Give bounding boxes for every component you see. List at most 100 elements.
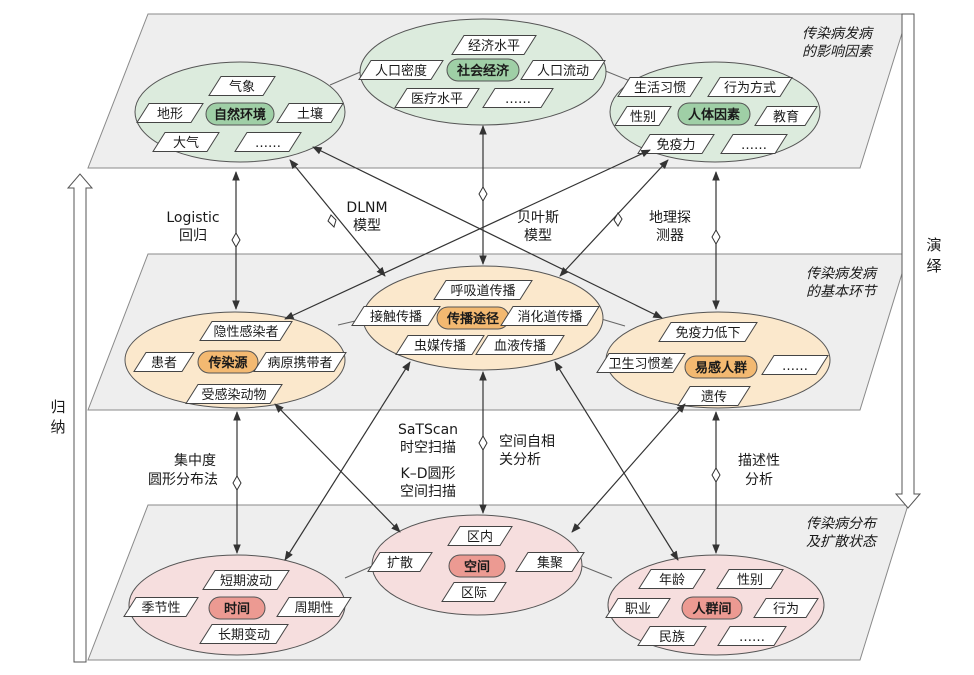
item-route-3-box [395, 335, 485, 355]
item-source-0-box [199, 321, 293, 341]
pill-source [197, 350, 259, 374]
item-time-1-box [123, 597, 199, 617]
item-people-2: 职业 [625, 602, 651, 617]
item-human-1: 行为方式 [724, 80, 776, 96]
method-bayes-1: 贝叶斯 [517, 210, 559, 226]
item-natural-0: 气象 [229, 79, 255, 95]
pill-human [677, 102, 751, 126]
item-natural-0-box [208, 76, 276, 96]
item-crowd-0: 免疫力低下 [675, 325, 740, 341]
item-social-1: 人口密度 [375, 63, 427, 79]
induction-char-1: 归 [50, 398, 65, 416]
arrow-route-time [284, 361, 411, 561]
top-title-1: 传染病发病 [802, 26, 874, 42]
method-logistic-2: 回归 [179, 227, 207, 244]
item-time-0: 短期波动 [220, 574, 272, 589]
item-people-2-box [605, 598, 671, 618]
item-route-3: 虫媒传播 [414, 339, 466, 354]
pill-social [446, 58, 520, 82]
link-line [329, 69, 366, 86]
center-time: 时间 [224, 601, 250, 617]
item-human-0: 生活习惯 [634, 80, 686, 96]
item-time-2: 周期性 [294, 601, 333, 616]
link-line [344, 565, 373, 579]
item-source-3: 受感染动物 [201, 387, 266, 403]
pill-space [448, 554, 506, 578]
method-satscan-2: 时空扫描 [400, 440, 456, 456]
item-human-1-box [707, 77, 793, 97]
item-source-1: 患者 [151, 356, 177, 371]
item-people-1-box [716, 569, 784, 589]
item-time-3-box [199, 624, 289, 644]
item-social-4: …… [505, 92, 531, 107]
item-human-3-box [754, 106, 818, 126]
item-people-0-box [638, 569, 706, 589]
item-people-3: 行为 [773, 602, 799, 617]
item-source-1-box [133, 352, 195, 372]
method-logistic-1: Logistic [166, 210, 219, 226]
middle-title-1: 传染病发病 [806, 266, 878, 282]
method-geo-2: 测器 [656, 228, 684, 244]
item-time-1: 季节性 [141, 601, 180, 616]
center-social: 社会经济 [456, 63, 510, 79]
item-route-4-box [475, 335, 565, 355]
method-dlnm-1: DLNM [346, 200, 387, 216]
method-kd-1: K–D圆形 [401, 466, 456, 482]
item-natural-2: 土壤 [297, 106, 323, 122]
item-space-3-box [441, 582, 507, 602]
arrow-crowd-space [571, 403, 686, 533]
link-line [581, 565, 613, 579]
item-space-0: 区内 [467, 529, 493, 545]
item-source-0: 隐性感染者 [213, 324, 278, 340]
item-space-3: 区际 [461, 586, 487, 601]
item-people-5-box [717, 626, 787, 646]
center-source: 传染源 [207, 355, 247, 371]
item-crowd-2: …… [782, 359, 808, 374]
method-descriptive-1: 描述性 [738, 453, 780, 469]
item-social-2: 人口流动 [537, 64, 589, 79]
item-human-0-box [617, 77, 703, 97]
diamond-markers [231, 185, 721, 492]
item-crowd-1: 卫生习惯差 [608, 356, 673, 372]
induction-arrow [66, 173, 94, 663]
item-people-0: 年龄 [659, 573, 685, 588]
method-geo-1: 地理探 [649, 210, 691, 226]
item-crowd-3: 遗传 [701, 390, 727, 405]
bottom-title-1: 传染病分布 [806, 516, 878, 532]
pill-crowd [684, 355, 758, 379]
item-human-4b: …… [741, 138, 767, 153]
item-route-0: 呼吸道传播 [450, 284, 515, 299]
method-dlnm-2: 模型 [353, 218, 381, 234]
item-social-2-box [520, 60, 606, 80]
item-crowd-3-box [677, 386, 751, 406]
deduction-arrow [894, 13, 922, 509]
item-people-4: 民族 [659, 629, 685, 645]
method-kd-2: 空间扫描 [400, 484, 456, 500]
item-social-3: 医疗水平 [411, 92, 463, 107]
center-space: 空间 [464, 559, 490, 575]
item-route-2: 消化道传播 [517, 310, 582, 325]
method-concentration-1: 集中度 [174, 452, 216, 469]
item-social-1-box [358, 60, 444, 80]
middle-title-2: 的基本环节 [806, 284, 878, 300]
method-bayes-2: 模型 [524, 228, 552, 244]
pill-natural [205, 102, 275, 126]
pill-people [681, 596, 743, 620]
item-people-3-box [753, 598, 819, 618]
item-route-1: 接触传播 [370, 309, 422, 325]
method-concentration-2: 圆形分布法 [148, 472, 218, 488]
deduction-char-1: 演 [926, 236, 941, 254]
item-social-3-box [394, 88, 480, 108]
item-human-2: 性别 [630, 110, 656, 125]
item-human-2-box [614, 106, 672, 126]
pill-time [208, 596, 266, 620]
top-title-2: 的影响因素 [802, 44, 874, 60]
arrow-human-route [559, 159, 669, 277]
item-human-4b-box [720, 134, 788, 154]
item-time-2-box [276, 597, 352, 617]
item-crowd-0-box [658, 322, 758, 342]
method-spatial-2: 关分析 [499, 452, 541, 468]
item-space-2: 集聚 [537, 555, 563, 571]
item-source-3-box [185, 384, 283, 404]
